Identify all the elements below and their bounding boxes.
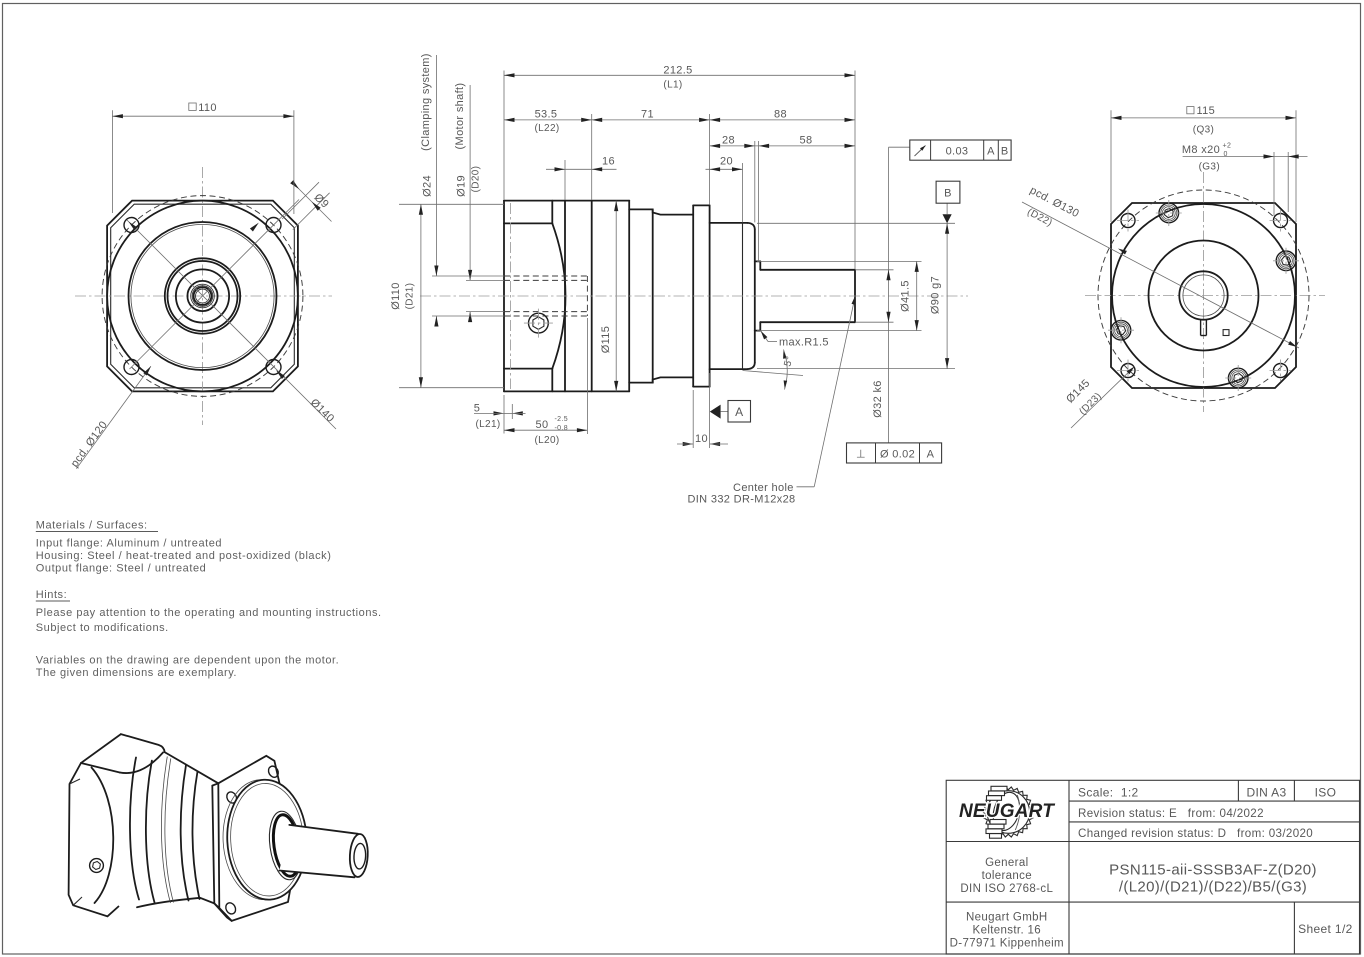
svg-text:(L21): (L21)	[475, 419, 500, 430]
svg-text:DIN 332 DR-M12x28: DIN 332 DR-M12x28	[687, 493, 795, 505]
svg-text:Neugart GmbH: Neugart GmbH	[966, 912, 1048, 924]
svg-text:Housing: Steel / heat-treated: Housing: Steel / heat-treated and post-o…	[36, 550, 332, 562]
svg-text:Output flange: Steel / untreat: Output flange: Steel / untreated	[36, 563, 206, 575]
svg-text:88: 88	[774, 108, 787, 120]
svg-text:5°: 5°	[782, 355, 795, 368]
svg-text:Sheet 1/2: Sheet 1/2	[1298, 922, 1353, 936]
svg-text:212.5: 212.5	[663, 65, 692, 77]
svg-text:Ø19: Ø19	[456, 175, 468, 197]
svg-text:(D21): (D21)	[405, 283, 416, 310]
svg-text:-2.5: -2.5	[555, 416, 568, 423]
svg-text:(G3): (G3)	[1199, 162, 1220, 173]
svg-text:B: B	[1001, 146, 1009, 158]
svg-text:Variables on the drawing are d: Variables on the drawing are dependent u…	[36, 655, 339, 667]
svg-text:(L1): (L1)	[663, 80, 682, 91]
svg-text:-0.8: -0.8	[555, 425, 568, 432]
svg-text:Center hole: Center hole	[733, 482, 794, 494]
svg-text:/(L20)/(D21)/(D22)/B5/(G3): /(L20)/(D21)/(D22)/B5/(G3)	[1119, 879, 1307, 896]
svg-text:Ø41.5: Ø41.5	[900, 280, 912, 312]
svg-text:Ø 0.02: Ø 0.02	[880, 448, 915, 460]
svg-text:53.5: 53.5	[535, 108, 558, 120]
svg-text:D-77971 Kippenheim: D-77971 Kippenheim	[950, 938, 1064, 950]
svg-text:115: 115	[1197, 105, 1216, 117]
svg-text:71: 71	[641, 108, 654, 120]
svg-text:Materials / Surfaces:: Materials / Surfaces:	[36, 520, 148, 532]
svg-text:0: 0	[1224, 151, 1228, 158]
svg-text:58: 58	[800, 134, 813, 146]
svg-text:(Motor shaft): (Motor shaft)	[454, 83, 466, 150]
svg-text:DIN A3: DIN A3	[1246, 785, 1286, 799]
svg-text:Hints:: Hints:	[36, 589, 67, 601]
svg-text:The given dimensions are exemp: The given dimensions are exemplary.	[36, 667, 237, 679]
svg-text:(L22): (L22)	[534, 123, 559, 134]
svg-text:Ø115: Ø115	[600, 326, 612, 354]
svg-text:(Clamping system): (Clamping system)	[420, 53, 432, 151]
svg-text:⊥: ⊥	[856, 449, 866, 461]
svg-text:(Q3): (Q3)	[1193, 125, 1214, 136]
svg-text:Input flange: Aluminum / untre: Input flange: Aluminum / untreated	[36, 538, 222, 550]
svg-text:(L20): (L20)	[534, 435, 559, 446]
svg-text:10: 10	[695, 433, 708, 445]
svg-text:tolerance: tolerance	[982, 870, 1032, 882]
svg-text:Revision status: E from: 04/: Revision status: E from: 04/2022	[1078, 807, 1264, 820]
svg-text:(D20): (D20)	[470, 166, 481, 193]
svg-text:NEUGART: NEUGART	[959, 801, 1055, 822]
svg-text:A: A	[735, 405, 743, 419]
svg-text:General: General	[985, 857, 1028, 869]
svg-text:Ø110: Ø110	[390, 282, 402, 310]
svg-text:Ø90 g7: Ø90 g7	[930, 276, 942, 314]
svg-text:Changed revision status: D f: Changed revision status: D from: 03/2020	[1078, 827, 1313, 840]
svg-text:DIN ISO 2768-cL: DIN ISO 2768-cL	[960, 883, 1053, 895]
svg-text:M8 x20: M8 x20	[1182, 144, 1220, 156]
svg-text:Keltenstr. 16: Keltenstr. 16	[973, 925, 1041, 937]
svg-text:max.R1.5: max.R1.5	[779, 337, 829, 349]
svg-text:A: A	[987, 146, 995, 158]
svg-text:A: A	[927, 448, 935, 460]
svg-text:Scale: 1:2: Scale: 1:2	[1078, 785, 1139, 799]
svg-text:0.03: 0.03	[946, 146, 969, 158]
svg-text:Please pay attention to the op: Please pay attention to the operating an…	[36, 607, 382, 619]
svg-text:B: B	[944, 188, 952, 200]
svg-text:PSN115-aii-SSSB3AF-Z(D20): PSN115-aii-SSSB3AF-Z(D20)	[1109, 862, 1317, 879]
svg-text:ISO: ISO	[1315, 785, 1337, 799]
svg-text:Ø24: Ø24	[422, 175, 434, 197]
svg-text:+2: +2	[1223, 143, 1232, 150]
svg-text:Ø32 k6: Ø32 k6	[872, 380, 884, 418]
svg-text:28: 28	[722, 134, 735, 146]
svg-text:5: 5	[474, 402, 480, 414]
svg-text:50: 50	[536, 419, 549, 431]
svg-text:20: 20	[720, 155, 733, 167]
svg-text:16: 16	[602, 155, 615, 167]
svg-text:110: 110	[198, 102, 217, 114]
svg-text:Subject to modifications.: Subject to modifications.	[36, 622, 169, 634]
